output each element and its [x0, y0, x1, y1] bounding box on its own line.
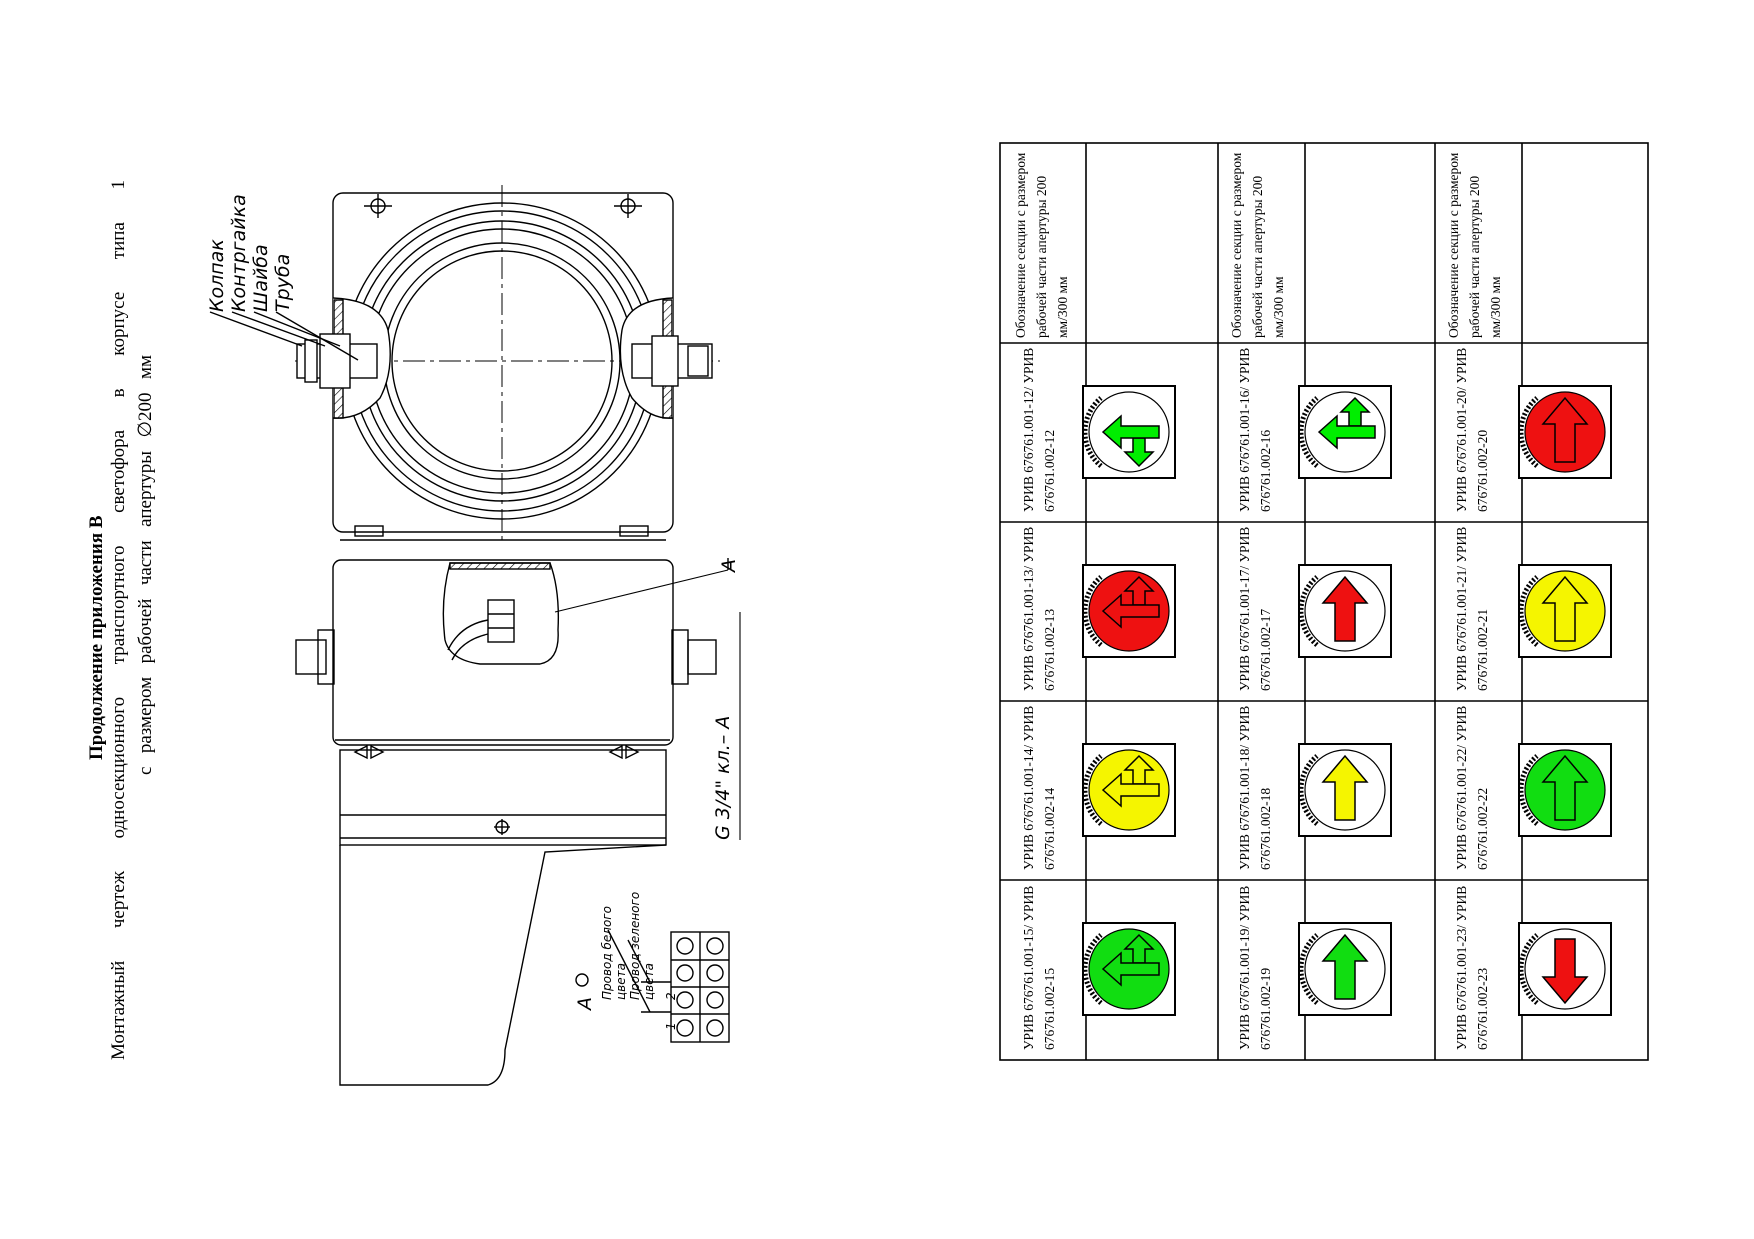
terminal-block: [607, 929, 730, 1043]
code-cell: УРИВ 676761.001-14/ УРИВ 676761.002-14: [1021, 705, 1057, 870]
code-cell: УРИВ 676761.001-18/ УРИВ 676761.002-18: [1237, 705, 1273, 870]
code-cell: УРИВ 676761.001-12/ УРИВ 676761.002-12: [1021, 347, 1057, 512]
right-arrow-icon: [1518, 564, 1612, 658]
code-cell: УРИВ 676761.001-20/ УРИВ 676761.002-20: [1454, 347, 1490, 512]
code-cell: УРИВ 676761.001-16/ УРИВ 676761.002-16: [1237, 347, 1273, 512]
label-kontrgaika: Контргайка: [228, 194, 250, 312]
straight-left-arrow-icon: [1298, 385, 1392, 479]
label-wire-white: Провод белого цвета: [600, 906, 628, 1000]
label-kolpak: Колпак: [206, 239, 228, 312]
right-arrow-icon: [1518, 385, 1612, 479]
code-cell: УРИВ 676761.001-22/ УРИВ 676761.002-22: [1454, 705, 1490, 870]
straight-left-arrow-icon: [1082, 564, 1176, 658]
label-wire-green: Провод зеленого цвета: [628, 891, 656, 1000]
code-cell: УРИВ 676761.001-23/ УРИВ 676761.002-23: [1454, 885, 1490, 1050]
label-term1: 1: [664, 1022, 678, 1030]
right-arrow-icon: [1518, 743, 1612, 837]
label-section-a: А: [718, 559, 740, 572]
label-shaiba: Шайба: [250, 244, 272, 312]
housing-side-view: [332, 559, 674, 746]
header-cell-2: Обозначение секции с размером рабочей ча…: [1229, 152, 1286, 338]
code-cell: УРИВ 676761.001-15/ УРИВ 676761.002-15: [1021, 885, 1057, 1050]
straight-left-arrow-icon: [1082, 743, 1176, 837]
label-truba: Труба: [272, 253, 294, 312]
code-cell: УРИВ 676761.001-17/ УРИВ 676761.002-17: [1237, 526, 1273, 691]
right-arrow-icon: [1298, 564, 1392, 658]
header-cell-1: Обозначение секции с размером рабочей ча…: [1013, 152, 1070, 338]
label-view-a: А: [574, 997, 596, 1010]
right-arrow-icon: [1298, 922, 1392, 1016]
code-cell: УРИВ 676761.001-19/ УРИВ 676761.002-19: [1237, 885, 1273, 1050]
label-term2: 2: [664, 992, 678, 1000]
header-cell-3: Обозначение секции с размером рабочей ча…: [1446, 152, 1503, 338]
left-arrow-icon: [1518, 922, 1612, 1016]
signal-table-grid: [999, 142, 1649, 1061]
code-cell: УРИВ 676761.001-13/ УРИВ 676761.002-13: [1021, 526, 1057, 691]
right-arrow-icon: [1298, 743, 1392, 837]
code-cell: УРИВ 676761.001-21/ УРИВ 676761.002-21: [1454, 526, 1490, 691]
straight-left-arrow-icon: [1082, 922, 1176, 1016]
label-thread: G 3/4" кл.– А: [712, 715, 734, 840]
straight-right-arrow-icon: [1082, 385, 1176, 479]
